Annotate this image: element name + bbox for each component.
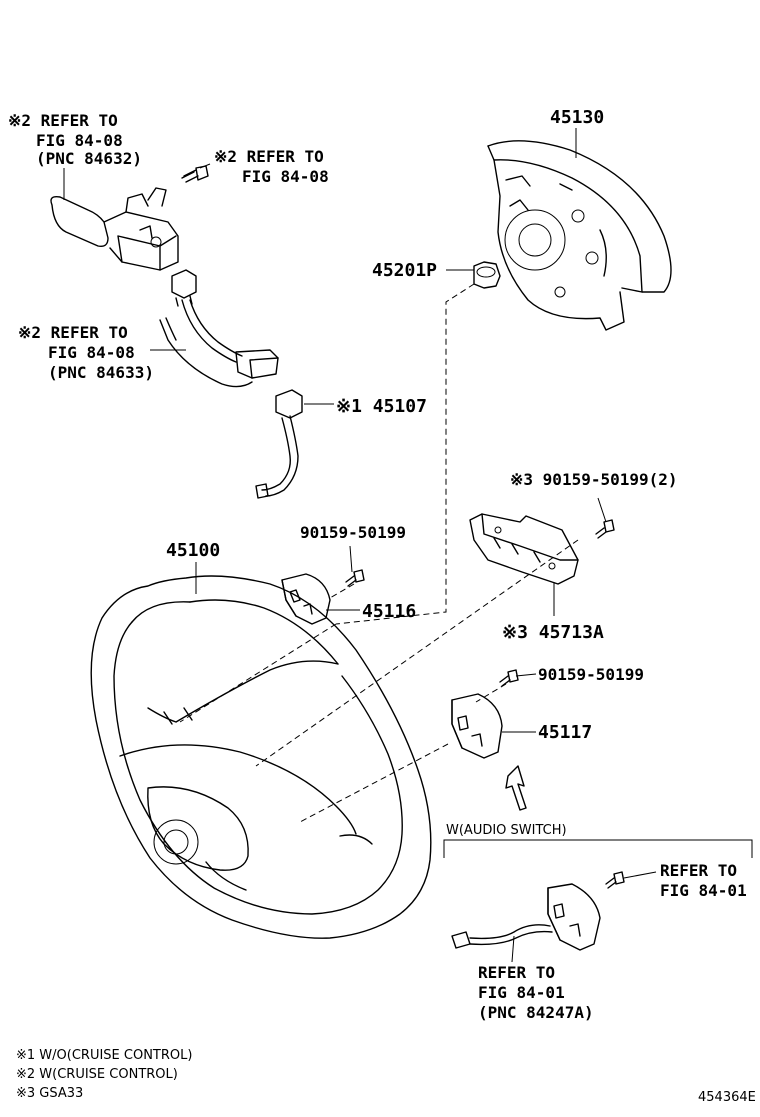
label-screw-ref: ※2 REFER TO FIG 84-08 [214, 147, 329, 186]
label-line: REFER TO [478, 963, 555, 982]
screw-cruise-drawing [181, 165, 209, 183]
label-45116: 45116 [362, 601, 416, 622]
label-90159-c: 90159-50199 [538, 665, 644, 684]
label-45107: ※1 45107 [336, 396, 427, 417]
label-line: FIG 84-08 [36, 131, 123, 150]
label-line: FIG 84-08 [48, 343, 135, 362]
label-45130: 45130 [550, 107, 604, 128]
label-combo-switch-ref: ※2 REFER TO FIG 84-08 (PNC 84632) [8, 111, 142, 168]
label-audio-wire-ref: REFER TO FIG 84-01 (PNC 84247A) [478, 963, 594, 1022]
label-45201p: 45201P [372, 260, 437, 281]
screw-90159-a-drawing [595, 519, 615, 539]
label-line: ※2 REFER TO [8, 111, 118, 130]
assembly-lines [179, 283, 579, 823]
label-audio-screw-ref: REFER TO FIG 84-01 [660, 861, 747, 900]
footnote: ※2 W(CRUISE CONTROL) [16, 1067, 178, 1082]
label-90159-a: ※3 90159-50199(2) [510, 470, 678, 489]
figure-id: 454364E [698, 1090, 756, 1105]
label-line: ※2 REFER TO [214, 147, 324, 166]
combination-switch-drawing [50, 187, 179, 271]
label-line: (PNC 84247A) [478, 1003, 594, 1022]
label-line: FIG 84-08 [242, 167, 329, 186]
label-45117: 45117 [538, 722, 592, 743]
label-audio-switch: W(AUDIO SWITCH) [446, 823, 567, 838]
bracket-45713a-drawing [469, 513, 579, 585]
footnote: ※3 GSA33 [16, 1086, 83, 1101]
steering-wheel-45100-drawing [90, 575, 432, 939]
audio-switch-bracket-line [443, 839, 753, 858]
label-line: FIG 84-01 [660, 881, 747, 900]
label-45100: 45100 [166, 540, 220, 561]
wire-45107-drawing [255, 389, 303, 499]
leader-lines [63, 128, 657, 963]
audio-switch-drawing [451, 883, 601, 951]
label-90159-b: 90159-50199 [300, 523, 406, 542]
footnote: ※1 W/O(CRUISE CONTROL) [16, 1048, 192, 1063]
label-line: (PNC 84632) [36, 149, 142, 168]
nut-45201p-drawing [473, 261, 501, 289]
label-wire-ref: ※2 REFER TO FIG 84-08 (PNC 84633) [18, 323, 154, 382]
label-line: (PNC 84633) [48, 363, 154, 382]
label-line: ※2 REFER TO [18, 323, 128, 342]
cruise-wire-harness-drawing [159, 269, 279, 388]
install-arrow-icon [505, 765, 527, 811]
label-line: REFER TO [660, 861, 737, 880]
airbag-45130-drawing [487, 140, 672, 331]
switch-45117-drawing [451, 693, 503, 759]
screw-90159-b-drawing [345, 569, 365, 587]
label-45713a: ※3 45713A [502, 622, 604, 643]
label-line: FIG 84-01 [478, 983, 565, 1002]
footnotes: ※1 W/O(CRUISE CONTROL) ※2 W(CRUISE CONTR… [16, 1048, 192, 1101]
audio-screw-drawing [605, 871, 625, 889]
switch-45116-drawing [281, 573, 331, 625]
screw-90159-c-drawing [499, 669, 519, 687]
